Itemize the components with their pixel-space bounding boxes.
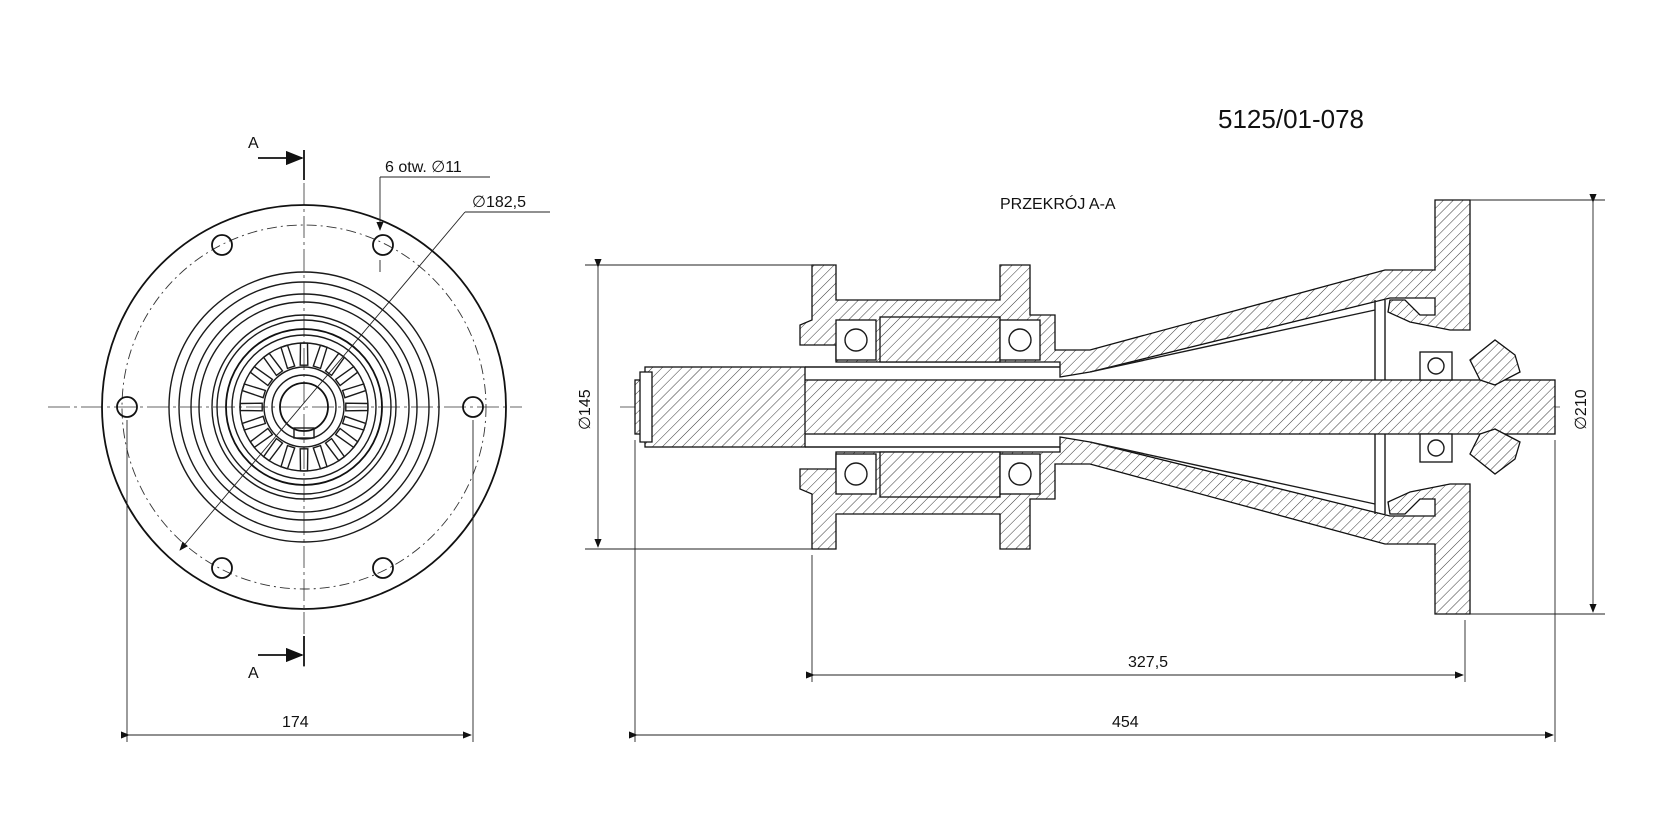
part-number: 5125/01-078 [1218,104,1364,134]
gear-tooth [324,352,346,377]
gear-tooth [334,427,359,449]
gear-tooth [280,344,296,370]
bearing-left-upper [835,319,877,361]
gear-tooth [334,365,359,387]
svg-text:454: 454 [1112,714,1139,731]
front-view: A A 6 otw. ∅11 ∅182,5 174 [48,135,550,742]
gear-tooth [241,415,267,431]
flange-outer-circle [101,204,507,610]
gear-tooth [239,402,263,412]
grease-nipple-icon [1469,339,1521,386]
holes-note: 6 otw. ∅11 [385,159,462,176]
gear-tooth [341,383,367,399]
dim-total-length: 454 [628,440,1556,742]
gear-tooth [249,427,274,449]
bolt-circle-leader: ∅182,5 [179,194,550,551]
gear-tooth [324,437,346,462]
holes-note-leader: 6 otw. ∅11 [376,159,490,272]
bearing-right-upper [999,319,1041,361]
gear-tooth [299,448,309,472]
svg-text:327,5: 327,5 [1128,654,1168,671]
gear-tooth [262,437,284,462]
gear-tooth [341,415,367,431]
spline-gear-icon [231,334,377,480]
section-marker-bottom: A [248,636,305,682]
dim-flange-width: 174 [120,420,474,742]
bearing-right-lower [999,453,1041,495]
gear-tooth [299,342,309,366]
svg-text:174: 174 [282,714,309,731]
section-title: PRZEKRÓJ A-A [1000,194,1116,213]
svg-text:A: A [248,665,259,682]
gear-tooth [312,344,328,370]
bearing-end-lower [1419,433,1453,463]
dim-flange-dia: ∅210 [1470,193,1605,615]
bolt-holes [116,234,484,579]
dim-shaft-housing-dia: ∅145 [577,258,812,550]
gear-tooth [241,383,267,399]
gear-tooth [280,444,296,470]
svg-text:A: A [248,135,259,152]
gear-tooth [312,444,328,470]
svg-text:∅145: ∅145 [577,389,594,430]
bolt-circle-dia-label: ∅182,5 [472,194,526,211]
bolt-circle [121,224,487,590]
gear-tooth [249,365,274,387]
gear-tooth [345,402,369,412]
bearing-end-upper [1419,351,1453,381]
dim-housing-length: 327,5 [805,555,1466,682]
gear-tooth [262,352,284,377]
bearing-left-lower [835,453,877,495]
svg-text:∅210: ∅210 [1573,389,1590,430]
section-view: PRZEKRÓJ A-A [577,193,1605,742]
section-marker-top: A [248,135,305,180]
